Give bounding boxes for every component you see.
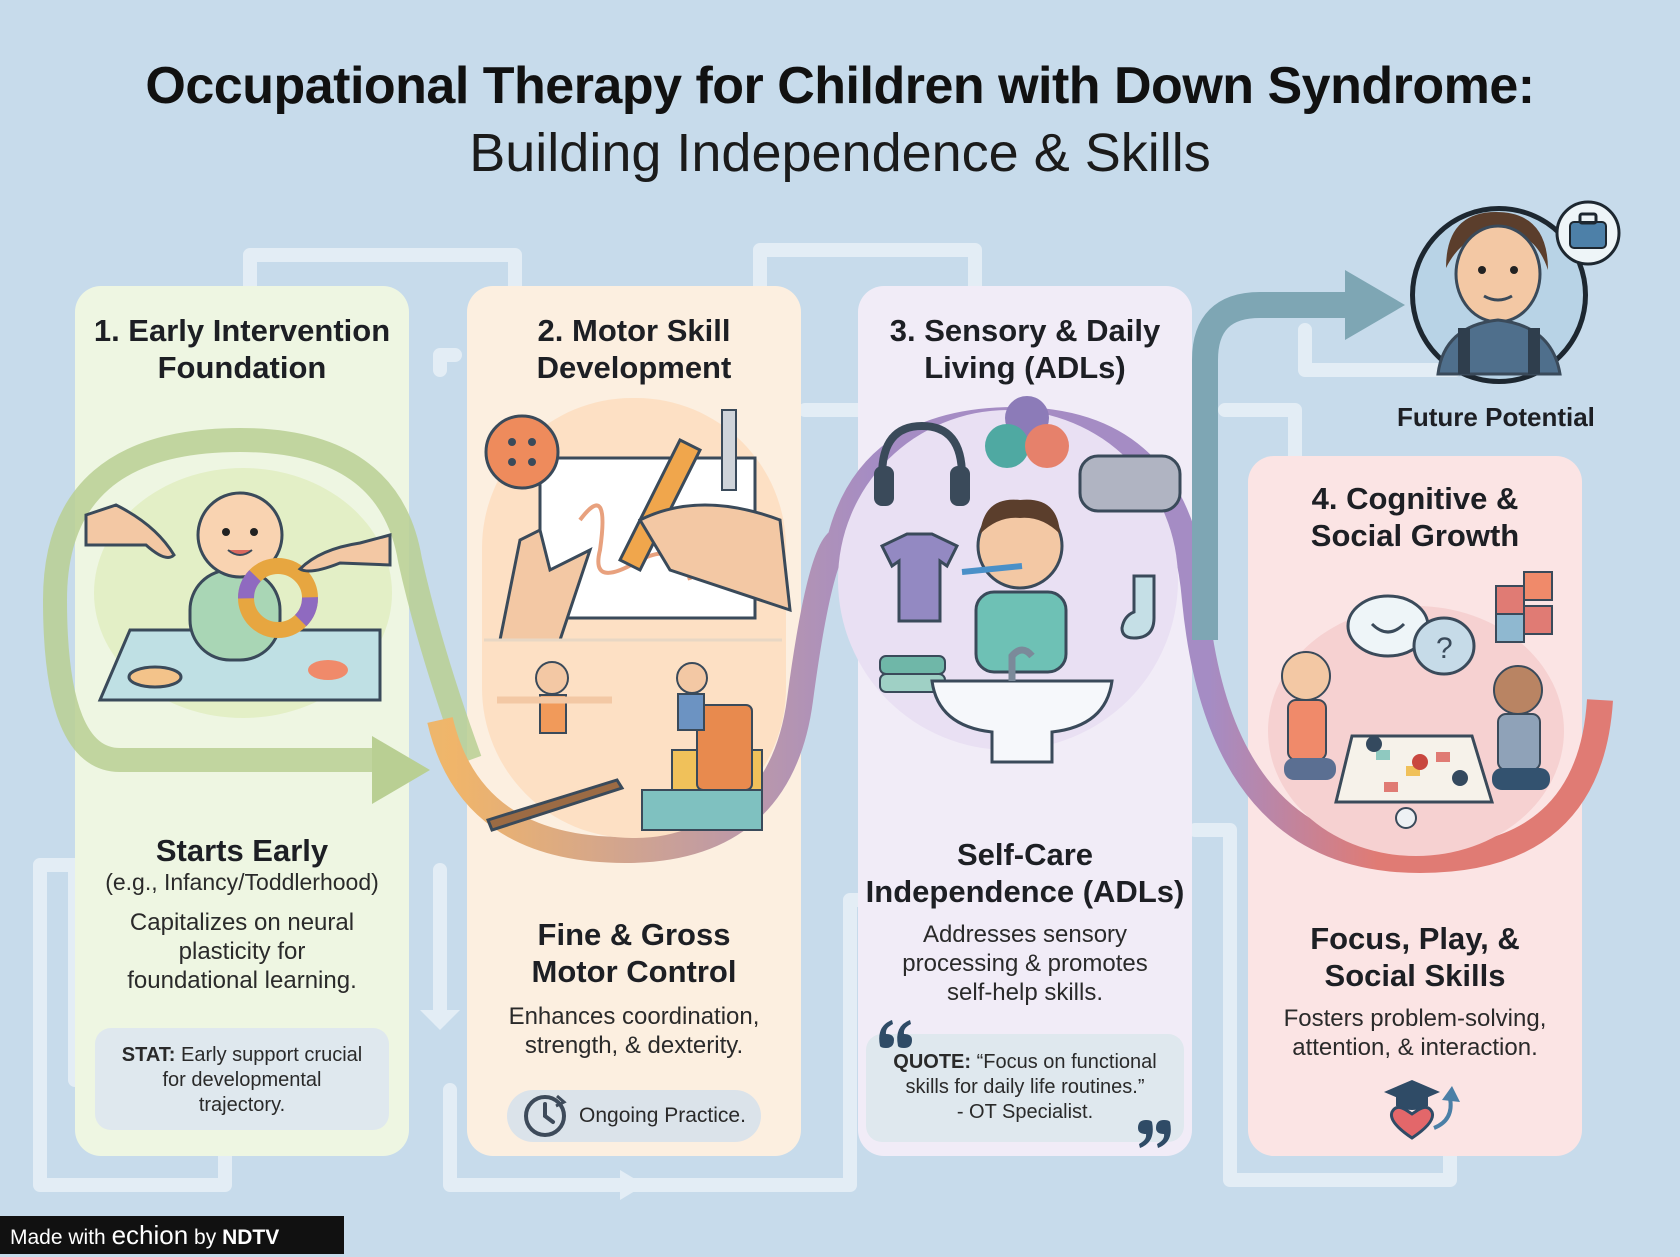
button-icon [484, 414, 560, 490]
gross-motor-scene [484, 638, 782, 832]
card-subheading: Fine & Gross Motor Control [531, 917, 737, 989]
quote-close-icon [1138, 1120, 1171, 1148]
arrow-right-icon [1345, 270, 1405, 340]
adult-backpack-icon [1436, 212, 1562, 376]
arrow-right-icon [620, 1170, 645, 1200]
blanket-icon [1078, 454, 1182, 513]
page-subtitle: Building Independence & Skills [469, 123, 1211, 183]
fine-motor-scene [484, 409, 792, 642]
future-potential-label: Future Potential [1397, 402, 1595, 432]
card-subheading: Self-Care Independence (ADLs) [865, 837, 1185, 909]
card-early-intervention: 1. Early Intervention Foundation Starts … [75, 286, 409, 1156]
echion-logo: echion [111, 1220, 189, 1250]
daily-living-scene [874, 396, 1182, 764]
helping-hands-icon [297, 533, 392, 573]
social-play-scene: ? [1281, 571, 1553, 829]
headphones-icon [874, 421, 970, 506]
card-heading: 3. Sensory & Daily Living (ADLs) [889, 313, 1161, 385]
baby-icon [97, 491, 382, 702]
stat-box: STAT: Early support crucial for developm… [95, 1028, 389, 1130]
toothbrush-child-icon [961, 499, 1068, 674]
card-description: Fosters problem-solving, attention, & in… [1283, 1005, 1547, 1061]
balance-beam-icon [486, 778, 625, 832]
graduation-heart-icon [1384, 1080, 1460, 1140]
crayon-icon [617, 437, 703, 573]
arrow-right-icon [372, 736, 430, 804]
sock-icon [1120, 574, 1156, 640]
puzzle-icon [1495, 571, 1553, 643]
card-subnote: (e.g., Infancy/Toddlerhood) [105, 869, 379, 895]
yarn-balls-icon [985, 396, 1069, 468]
sink-icon [930, 646, 1114, 764]
card-subheading: Focus, Play, & Social Skills [1310, 921, 1520, 993]
tshirt-icon [879, 532, 960, 623]
question-mark-icon: ? [1436, 632, 1453, 665]
card-description: Enhances coordination, strength, & dexte… [508, 1003, 760, 1059]
board-game-icon [1334, 734, 1495, 829]
quote-box: QUOTE: “Focus on functional skills for d… [866, 1034, 1184, 1142]
down-arrow-icon [420, 1010, 460, 1030]
ndtv-logo: NDTV [222, 1226, 280, 1249]
speech-bubble-icon [1346, 594, 1476, 676]
climbing-blocks-icon [641, 789, 763, 831]
quote-open-icon [879, 1020, 912, 1048]
card-heading: 4. Cognitive & Social Growth [1310, 481, 1520, 553]
made-with-footer[interactable]: Made with echion by NDTV [0, 1216, 344, 1254]
zipper-icon [721, 409, 737, 491]
clock-icon [524, 1094, 567, 1137]
briefcase-icon [1555, 200, 1621, 266]
card-heading: 2. Motor Skill Development [536, 313, 732, 385]
card-description: Capitalizes on neural plasticity for fou… [127, 909, 357, 994]
stat-label: STAT: [121, 1044, 176, 1066]
quote-label: QUOTE: [893, 1051, 972, 1073]
page-title: Occupational Therapy for Children with D… [145, 57, 1535, 115]
helping-hands-icon [84, 503, 176, 559]
towels-icon [879, 655, 946, 693]
card-heading: 1. Early Intervention Foundation [93, 313, 391, 385]
card-description: Addresses sensory processing & promotes … [902, 921, 1148, 1006]
card-subheading: Starts Early [155, 833, 329, 868]
